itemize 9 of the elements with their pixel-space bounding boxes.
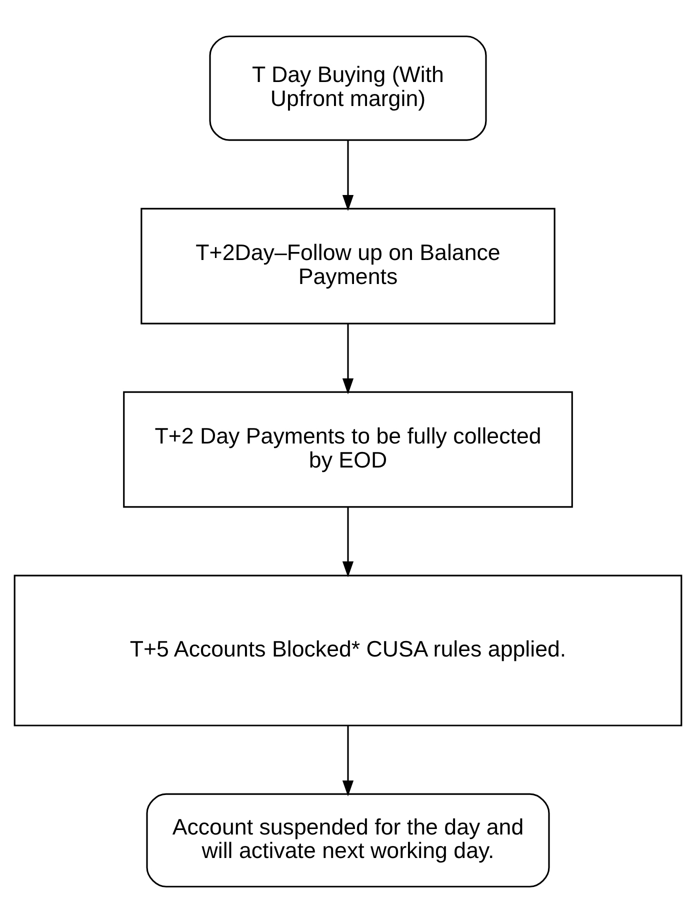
- arrow: [342, 506, 354, 577]
- node-box: T+2 Day Payments to be fully collected by EOD: [123, 390, 573, 508]
- node-box: T+5 Accounts Blocked* CUSA rules applied.: [14, 574, 682, 726]
- arrow: [342, 725, 354, 796]
- node-box: T Day Buying (With Upfront margin): [209, 35, 487, 140]
- arrow: [342, 323, 354, 394]
- arrow: [342, 140, 354, 210]
- node-box: T+2Day–Follow up on Balance Payments: [140, 207, 556, 324]
- node-box: Account suspended for the day and will activate next working day.: [146, 792, 550, 887]
